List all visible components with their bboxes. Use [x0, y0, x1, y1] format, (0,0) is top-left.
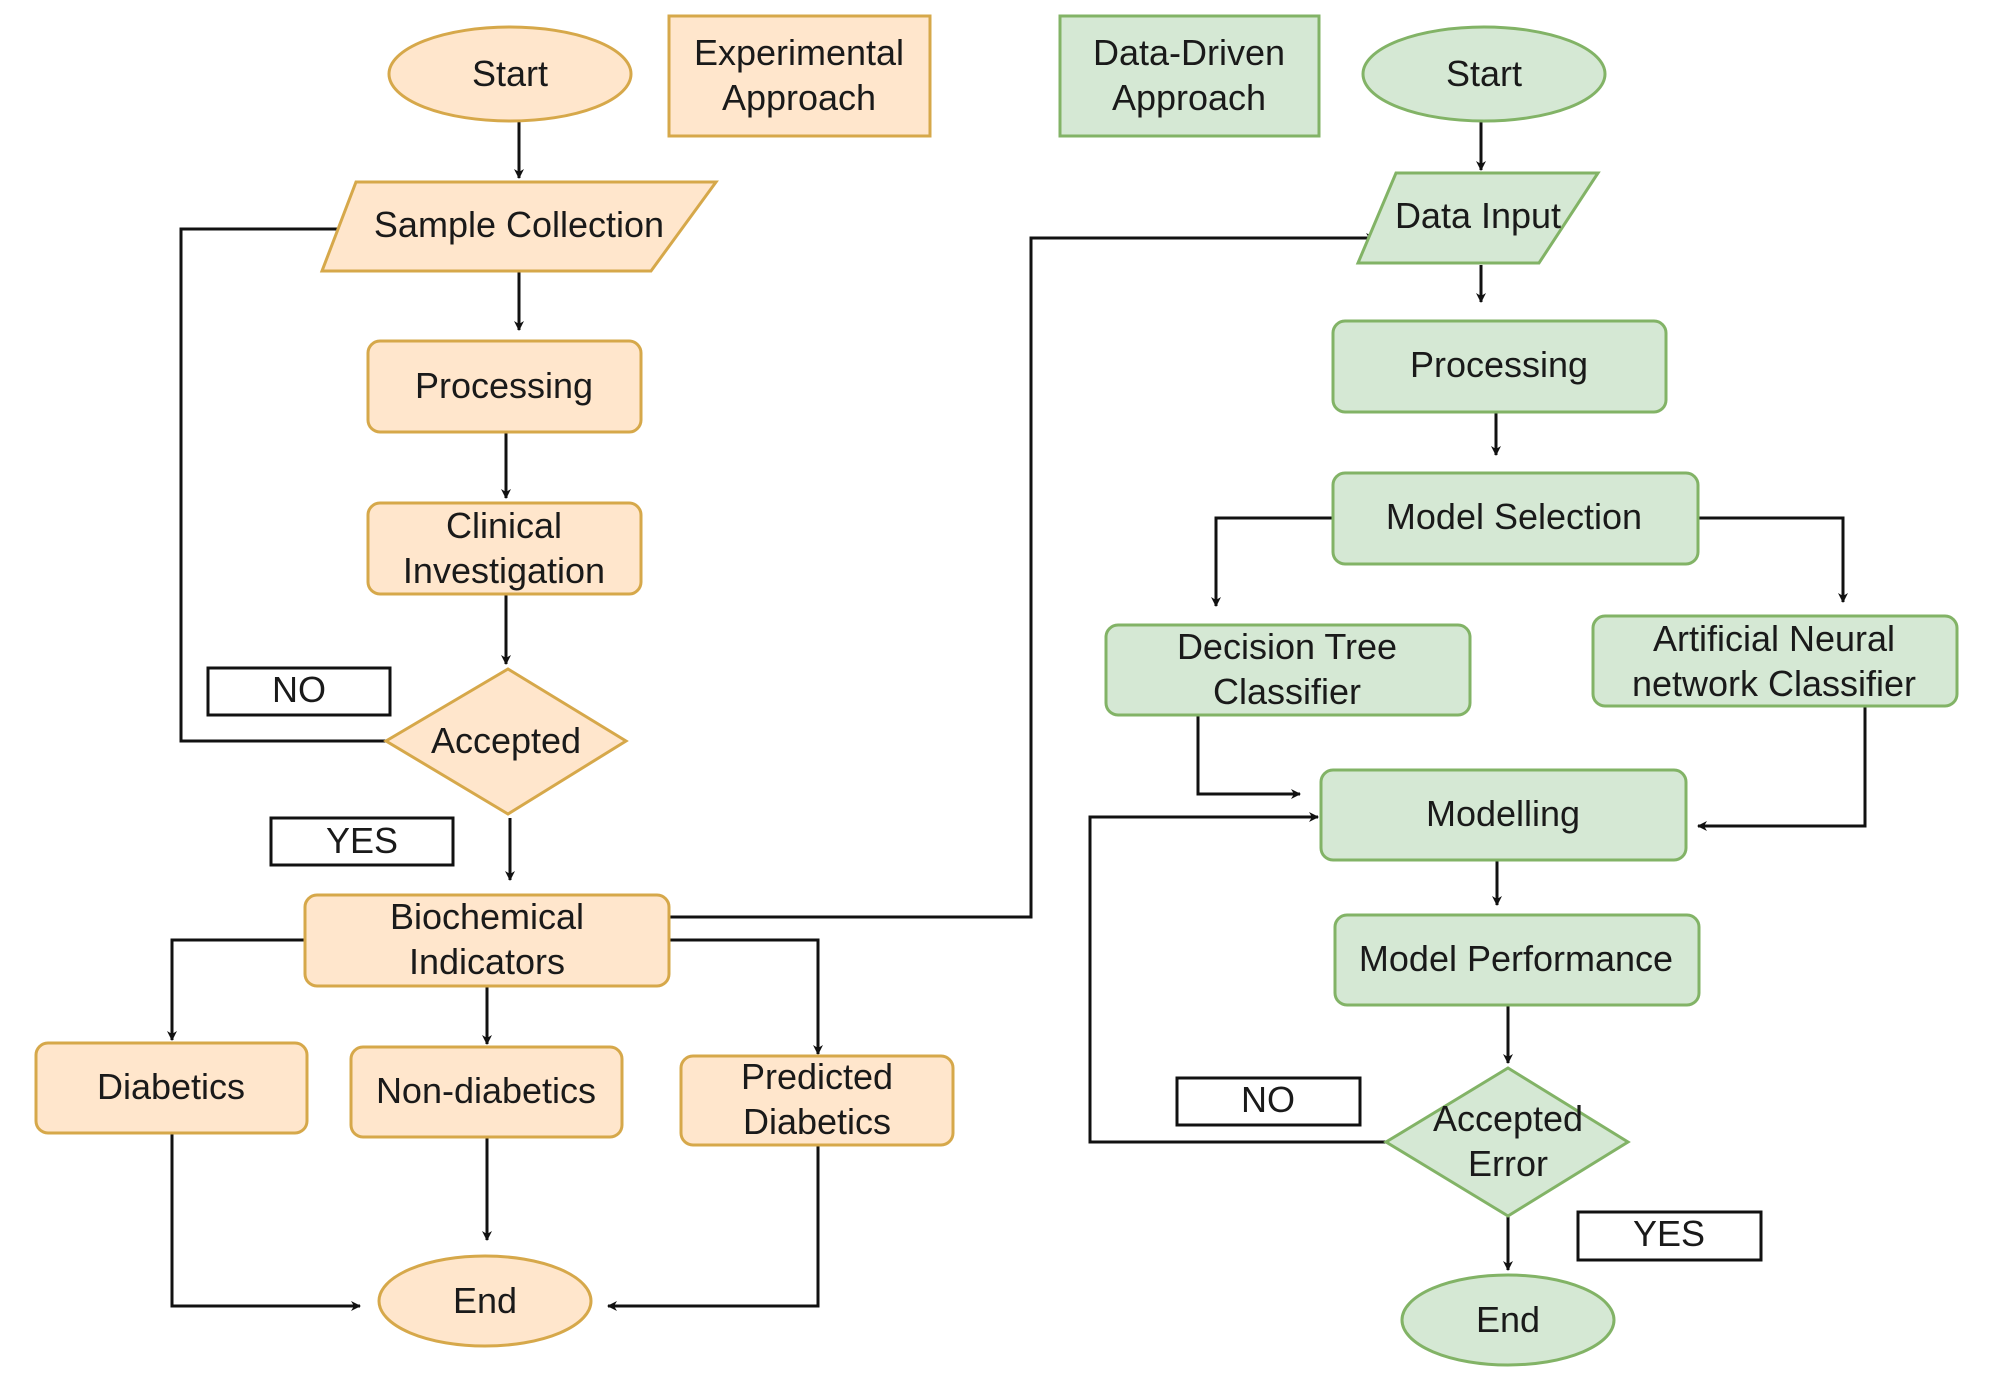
exp-end-label: End	[453, 1280, 517, 1321]
exp-accepted-decision: Accepted	[383, 667, 629, 816]
dd-decision-tree-node: Decision Tree Classifier	[1104, 623, 1472, 717]
exp-no-box	[206, 666, 392, 717]
dd-decision-tree-label-line1: Decision Tree	[1177, 626, 1397, 667]
dd-start-label: Start	[1446, 53, 1522, 94]
exp-accepted-shape	[383, 667, 629, 816]
dd-decision-tree-shape	[1104, 623, 1472, 717]
dd-ann-label-line1: Artificial Neural	[1653, 618, 1895, 659]
exp-diabetics-shape	[34, 1041, 309, 1135]
dd-no-box	[1175, 1076, 1362, 1127]
dd-end-shape	[1400, 1273, 1616, 1367]
dd-yes-tag: YES	[1576, 1210, 1763, 1262]
exp-accepted-label: Accepted	[431, 720, 581, 761]
legend-datadriven-line1: Data-Driven	[1093, 32, 1285, 73]
dd-data-input-node: Data Input	[1355, 171, 1601, 265]
exp-sample-collection-shape	[319, 180, 719, 273]
exp-diabetics-node: Diabetics	[34, 1041, 309, 1135]
exp-start-node: Start	[387, 25, 633, 123]
exp-nondiabetics-label: Non-diabetics	[376, 1070, 596, 1111]
edge-accepted-no-loop	[179, 224, 386, 743]
exp-end-shape	[377, 1254, 593, 1348]
exp-predicted-label-line2: Diabetics	[743, 1101, 891, 1142]
edge-biochem-to-diabetics	[167, 938, 306, 1041]
exp-predicted-node: Predicted Diabetics	[679, 1054, 955, 1147]
exp-yes-box	[269, 816, 455, 867]
legend-experimental-box	[667, 14, 932, 138]
legend-experimental-line2: Approach	[722, 77, 876, 118]
exp-predicted-shape	[679, 1054, 955, 1147]
dd-ann-shape	[1591, 614, 1959, 708]
dd-accepted-error-shape	[1383, 1066, 1631, 1218]
exp-clinical-node: Clinical Investigation	[366, 501, 643, 596]
edge-ann-to-modelling	[1697, 707, 1867, 831]
dd-ann-node: Artificial Neural network Classifier	[1591, 614, 1959, 708]
exp-processing-node: Processing	[366, 339, 643, 434]
dd-accepted-error-decision: Accepted Error	[1383, 1066, 1631, 1218]
dd-start-shape	[1361, 25, 1607, 123]
dd-yes-label: YES	[1633, 1213, 1705, 1254]
dd-end-label: End	[1476, 1299, 1540, 1340]
exp-biochemical-label-line2: Indicators	[409, 941, 565, 982]
dd-processing-node: Processing	[1331, 319, 1668, 414]
dd-decision-tree-label-line2: Classifier	[1213, 671, 1361, 712]
exp-yes-label: YES	[326, 820, 398, 861]
edge-modelsel-to-ann	[1699, 516, 1848, 603]
exp-predicted-label-line1: Predicted	[741, 1056, 893, 1097]
legend-experimental: Experimental Approach	[667, 14, 932, 138]
dd-processing-label: Processing	[1410, 344, 1588, 385]
dd-model-selection-shape	[1331, 471, 1700, 566]
exp-sample-collection-node: Sample Collection	[319, 180, 719, 273]
exp-sample-collection-label: Sample Collection	[374, 204, 664, 245]
exp-processing-label: Processing	[415, 365, 593, 406]
legend-datadriven-box	[1058, 14, 1321, 138]
exp-nondiabetics-node: Non-diabetics	[349, 1045, 624, 1139]
connectors	[167, 122, 1867, 1311]
dd-model-performance-node: Model Performance	[1333, 913, 1701, 1007]
exp-biochemical-label-line1: Biochemical	[390, 896, 584, 937]
edge-predicted-to-end	[607, 1145, 820, 1311]
dd-no-label: NO	[1241, 1079, 1295, 1120]
dd-modelling-shape	[1319, 768, 1688, 862]
edge-acceptederror-no-loop	[1088, 812, 1386, 1144]
dd-end-node: End	[1400, 1273, 1616, 1367]
dd-accepted-error-label-line2: Error	[1468, 1143, 1548, 1184]
legend-datadriven-line2: Approach	[1112, 77, 1266, 118]
edge-dt-to-modelling	[1196, 716, 1301, 799]
exp-start-label: Start	[472, 53, 548, 94]
dd-processing-shape	[1331, 319, 1668, 414]
exp-diabetics-label: Diabetics	[97, 1066, 245, 1107]
dd-yes-box	[1576, 1210, 1763, 1262]
exp-biochemical-shape	[303, 893, 671, 988]
dd-data-input-shape	[1355, 171, 1601, 265]
dd-model-selection-node: Model Selection	[1331, 471, 1700, 566]
dd-model-selection-label: Model Selection	[1386, 496, 1642, 537]
exp-start-shape	[387, 25, 633, 123]
exp-nondiabetics-shape	[349, 1045, 624, 1139]
dd-accepted-error-label-line1: Accepted	[1433, 1098, 1583, 1139]
exp-end-node: End	[377, 1254, 593, 1348]
dd-modelling-label: Modelling	[1426, 793, 1580, 834]
dd-data-input-label: Data Input	[1395, 195, 1561, 236]
legend-datadriven: Data-Driven Approach	[1058, 14, 1321, 138]
exp-clinical-label-line1: Clinical	[446, 505, 562, 546]
dd-ann-label-line2: network Classifier	[1632, 663, 1916, 704]
exp-processing-shape	[366, 339, 643, 434]
dd-model-performance-shape	[1333, 913, 1701, 1007]
legend-experimental-line1: Experimental	[694, 32, 904, 73]
edge-biochem-to-datainput	[670, 233, 1376, 919]
exp-clinical-shape	[366, 501, 643, 596]
dd-start-node: Start	[1361, 25, 1607, 123]
edge-diabetics-to-end	[170, 1134, 361, 1311]
exp-no-label: NO	[272, 669, 326, 710]
edge-biochem-to-predicted	[669, 938, 823, 1055]
exp-yes-tag: YES	[269, 816, 455, 867]
dd-modelling-node: Modelling	[1319, 768, 1688, 862]
exp-clinical-label-line2: Investigation	[403, 550, 605, 591]
exp-biochemical-node: Biochemical Indicators	[303, 893, 671, 988]
exp-no-tag: NO	[206, 666, 392, 717]
edge-modelsel-to-dt	[1211, 516, 1333, 607]
dd-no-tag: NO	[1175, 1076, 1362, 1127]
dd-model-performance-label: Model Performance	[1359, 938, 1673, 979]
